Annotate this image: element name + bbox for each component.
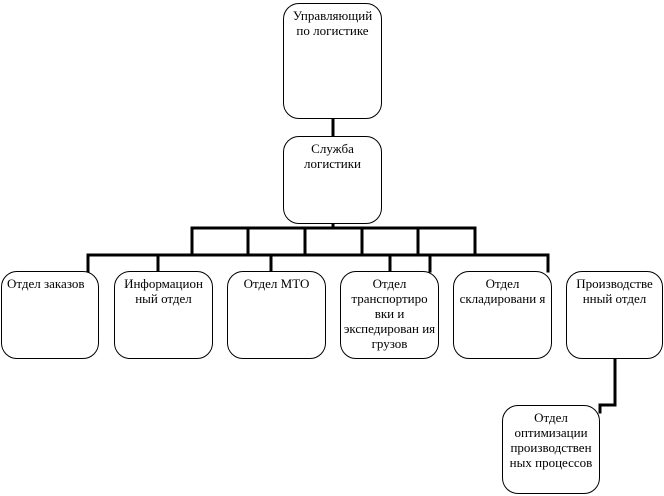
node-orders-department-label: Отдел заказов [7, 276, 85, 291]
node-information-department-label: Информацион ный отдел [124, 276, 203, 306]
node-orders-department: Отдел заказов [1, 271, 99, 359]
node-logistics-service-label: Служба логистики [304, 141, 361, 171]
node-head-label: Управляющий по логистике [292, 8, 373, 38]
node-mto-department-label: Отдел МТО [243, 276, 310, 291]
node-warehouse-department-label: Отдел складировани я [459, 276, 546, 306]
node-production-department: Производстве нный отдел [566, 271, 663, 359]
node-warehouse-department: Отдел складировани я [453, 271, 552, 359]
node-optimization-department: Отдел оптимизации производствен ных проц… [502, 405, 600, 494]
node-mto-department: Отдел МТО [227, 271, 326, 359]
node-head: Управляющий по логистике [283, 3, 382, 119]
node-transport-department: Отдел транспортиро вки и экспедирован ия… [340, 271, 439, 359]
node-transport-department-label: Отдел транспортиро вки и экспедирован ия… [343, 276, 436, 351]
node-information-department: Информацион ный отдел [114, 271, 213, 359]
node-logistics-service: Служба логистики [283, 136, 382, 224]
node-production-department-label: Производстве нный отдел [576, 276, 653, 306]
node-optimization-department-label: Отдел оптимизации производствен ных проц… [509, 410, 593, 470]
